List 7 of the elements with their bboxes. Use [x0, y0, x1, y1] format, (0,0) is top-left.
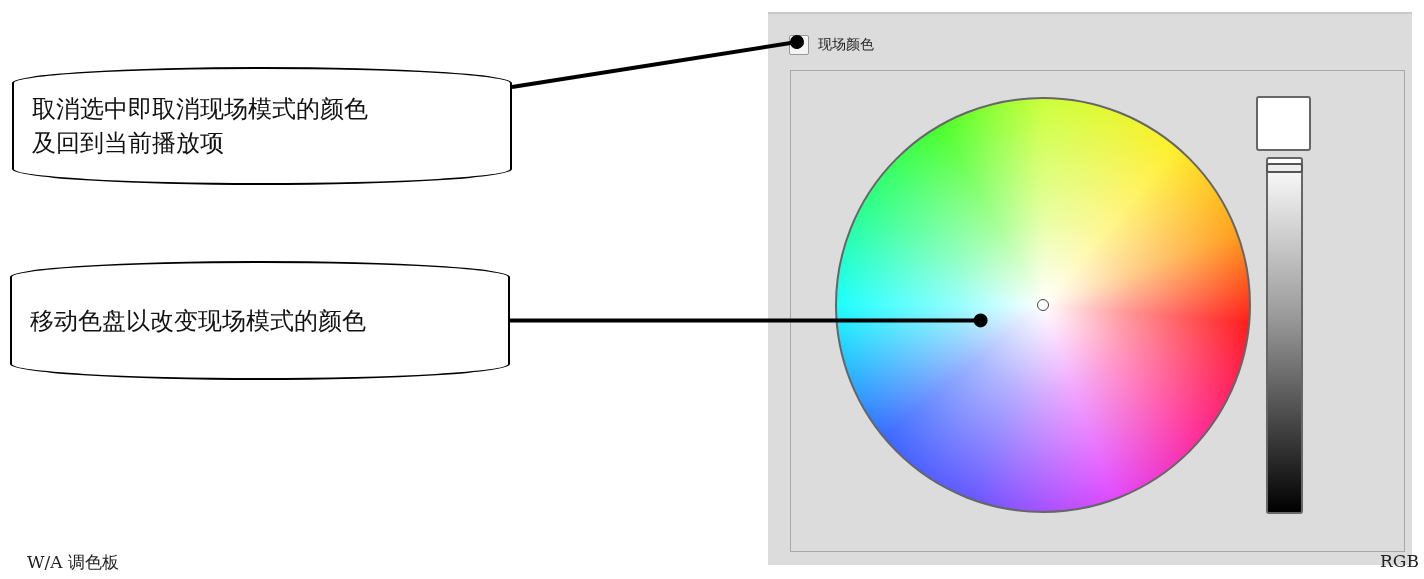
panel-caption: W/A 调色板	[27, 551, 119, 574]
leader-line	[511, 35, 804, 90]
callout-box: 移动色盘以改变现场模式的颜色	[10, 261, 510, 380]
callout-box: 取消选中即取消现场模式的颜色及回到当前播放项	[12, 67, 512, 185]
checkbox-label: 现场颜色	[818, 36, 874, 54]
panel-caption: RGB	[1380, 551, 1419, 571]
leader-line	[510, 313, 988, 328]
